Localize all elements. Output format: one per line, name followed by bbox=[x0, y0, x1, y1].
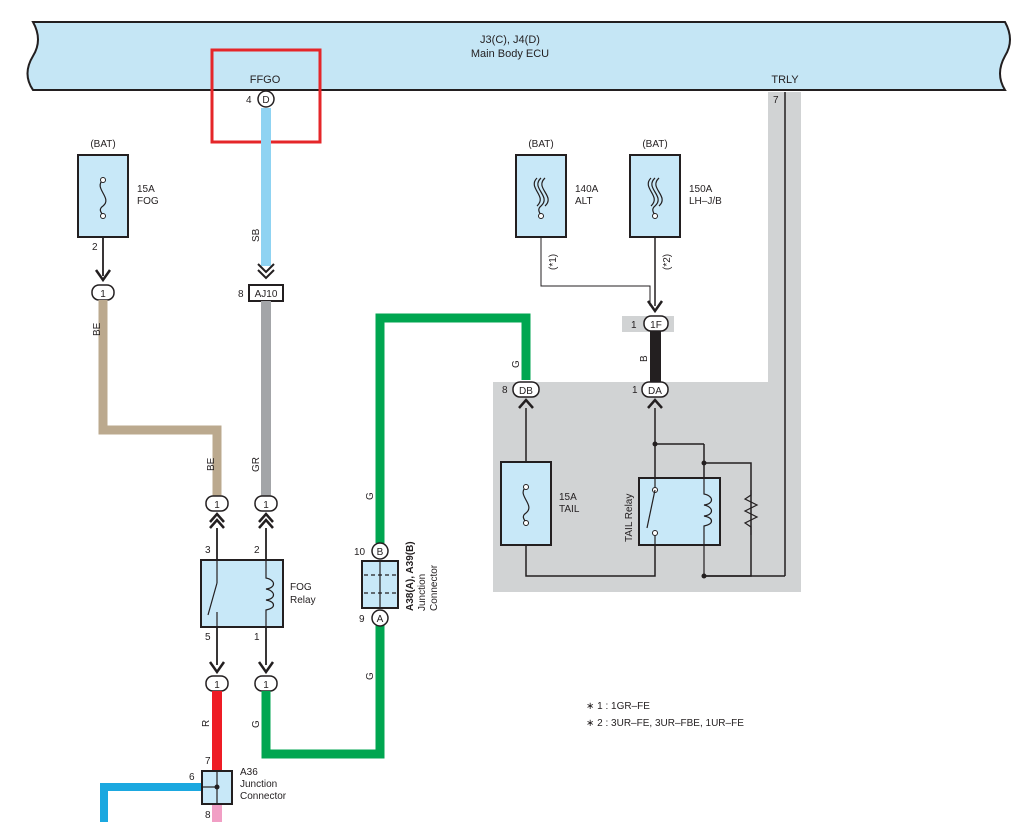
wire-g-lower bbox=[261, 620, 385, 759]
tail-fuse-amp: 15A bbox=[559, 492, 577, 503]
diagram-label: 5 bbox=[205, 632, 211, 643]
fog-fuse-arrow bbox=[94, 269, 112, 283]
diagram-label: 8 bbox=[205, 810, 211, 821]
diagram-label: 1 bbox=[631, 320, 637, 331]
tail-relay-name: TAIL Relay bbox=[624, 494, 635, 542]
diagram-label: 6 bbox=[189, 772, 195, 783]
fog-fuse bbox=[77, 154, 129, 238]
diagram-label: 1F bbox=[650, 320, 662, 331]
fog-relay-name-2: Relay bbox=[290, 595, 316, 606]
a36-code: A36 bbox=[240, 767, 258, 778]
diagram-label: 1 bbox=[214, 500, 220, 511]
diagram-label: DB bbox=[519, 386, 533, 397]
fog-fuse-pin: 2 bbox=[92, 242, 98, 253]
diagram-label: 1 bbox=[214, 680, 220, 691]
diagram-label: B bbox=[377, 547, 384, 558]
wire-blue bbox=[100, 783, 202, 822]
diagram-label: 1 bbox=[100, 289, 106, 300]
wire-g-label-3: G bbox=[365, 492, 376, 500]
fog-fuse-supply: (BAT) bbox=[90, 139, 115, 150]
note-2: ∗ 2 : 3UR–FE, 3UR–FBE, 1UR–FE bbox=[586, 718, 744, 729]
a38-name-2: Connector bbox=[429, 564, 440, 611]
wire-g-label-2: G bbox=[365, 672, 376, 680]
lhjb-fuse bbox=[629, 154, 681, 238]
ecu-connectors-label: J3(C), J4(D) bbox=[480, 34, 540, 46]
wire-gr-label: GR bbox=[251, 457, 262, 472]
diagram-label: 9 bbox=[359, 614, 365, 625]
trly-pin-label: TRLY bbox=[771, 74, 799, 86]
wire-gr bbox=[261, 301, 271, 501]
tail-relay-coil bbox=[703, 478, 713, 576]
fog-relay-conn-2 bbox=[254, 495, 278, 512]
diagram-label: 1 bbox=[254, 632, 260, 643]
alt-fuse-supply: (BAT) bbox=[528, 139, 553, 150]
wire-be bbox=[98, 300, 222, 498]
lhjb-fuse-supply: (BAT) bbox=[642, 139, 667, 150]
diagram-label: 3 bbox=[205, 545, 211, 556]
alt-fuse-name: ALT bbox=[575, 196, 593, 207]
wire-sb bbox=[261, 108, 271, 266]
diagram-label: DA bbox=[648, 386, 662, 397]
diagram-label: 10 bbox=[354, 547, 366, 558]
lhjb-fuse-note: (*2) bbox=[662, 254, 673, 270]
alt-fuse bbox=[515, 154, 567, 238]
wire-g-label-1: G bbox=[251, 720, 262, 728]
fog-fuse-amp: 15A bbox=[137, 184, 155, 195]
tail-relay bbox=[638, 477, 721, 546]
wire-be-label-1: BE bbox=[92, 322, 103, 336]
ffgo-connector-label: D bbox=[262, 95, 269, 106]
trly-pin-number: 7 bbox=[773, 95, 779, 106]
db-connector bbox=[512, 381, 540, 398]
fog-relay bbox=[200, 559, 284, 628]
a36-name-1: Junction bbox=[240, 779, 277, 790]
wire-g-upper bbox=[375, 313, 531, 543]
aj10-pin-number: 8 bbox=[238, 289, 244, 300]
lhjb-fuse-name: LH–J/B bbox=[689, 196, 722, 207]
diagram-label: 1 bbox=[263, 500, 269, 511]
diagram-label: 8 bbox=[502, 385, 508, 396]
a38-name-1: Junction bbox=[417, 574, 428, 611]
a36-name-2: Connector bbox=[240, 791, 287, 802]
diagram-label: 1 bbox=[632, 385, 638, 396]
ffgo-pin-label: FFGO bbox=[250, 74, 281, 86]
da-connector bbox=[641, 381, 669, 398]
tail-relay-resistor bbox=[743, 490, 759, 535]
a38-pin-b bbox=[371, 542, 389, 560]
wire-g-label-4: G bbox=[511, 360, 522, 368]
diagram-label: 7 bbox=[205, 756, 211, 767]
alt-fuse-amp: 140A bbox=[575, 184, 599, 195]
fog-relay-coil bbox=[265, 560, 275, 627]
aj10-arrow bbox=[257, 263, 275, 280]
ffgo-pin-number: 4 bbox=[246, 95, 252, 106]
note-1: ∗ 1 : 1GR–FE bbox=[586, 701, 650, 712]
wire-pink bbox=[212, 804, 222, 822]
fog-relay-name-1: FOG bbox=[290, 582, 312, 593]
fog-relay-conn-3 bbox=[205, 495, 229, 512]
wire-r-label: R bbox=[201, 720, 212, 727]
tail-fuse bbox=[500, 461, 552, 546]
fog-fuse-name: FOG bbox=[137, 196, 159, 207]
lhjb-fuse-amp: 150A bbox=[689, 184, 713, 195]
wire-be-label-2: BE bbox=[206, 457, 217, 471]
main-body-ecu-bar bbox=[26, 21, 1011, 91]
tail-fuse-name: TAIL bbox=[559, 504, 580, 515]
diagram-label: 1 bbox=[263, 680, 269, 691]
ffgo-connector bbox=[257, 90, 275, 108]
wire-b bbox=[650, 331, 661, 383]
wire-b-label: B bbox=[639, 355, 650, 362]
ecu-name-label: Main Body ECU bbox=[471, 48, 549, 60]
alt-fuse-note: (*1) bbox=[548, 254, 559, 270]
alt-fuse-wire bbox=[540, 237, 651, 306]
a38-pin-a bbox=[371, 609, 389, 627]
aj10-connector-label: AJ10 bbox=[255, 289, 278, 300]
wire-r bbox=[212, 691, 222, 771]
diagram-label: A bbox=[377, 614, 384, 625]
a38-code: A38(A), A39(B) bbox=[405, 541, 416, 611]
wire-sb-label: SB bbox=[251, 228, 262, 242]
diagram-label: 2 bbox=[254, 545, 260, 556]
